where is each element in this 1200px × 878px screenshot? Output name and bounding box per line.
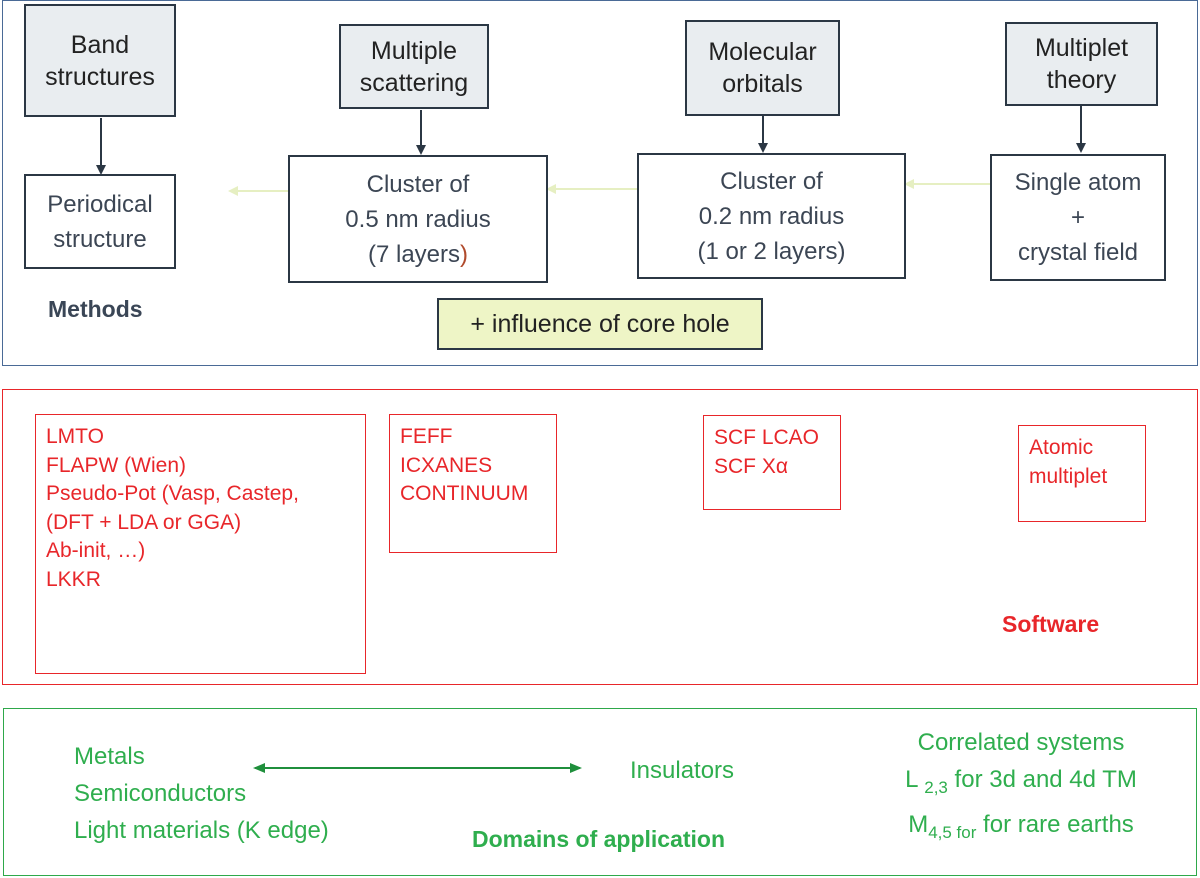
software-panel [2, 389, 1198, 685]
domain-item: Light materials (K edge) [74, 817, 329, 844]
domain-m45-prefix: M [908, 810, 929, 838]
software-item: LKKR [46, 567, 101, 591]
box-single-atom: Single atom + crystal field [990, 154, 1166, 281]
header-multiple-scattering-label: Multiple scattering [359, 36, 469, 97]
header-band-structures-label: Band structures [45, 30, 155, 91]
domain-l23: L 2,3 for 3d and 4d TM [868, 761, 1174, 806]
domain-item: Metals [74, 743, 145, 770]
software-group-orbitals: SCF LCAO SCF Xα [703, 415, 841, 510]
software-item: CONTINUUM [400, 482, 529, 505]
software-item: SCF LCAO [714, 426, 820, 449]
methods-panel [2, 0, 1198, 366]
box-periodical-structure-label: Periodical structure [47, 190, 153, 253]
domains-left-list: Metals Semiconductors Light materials (K… [74, 738, 329, 849]
box-cluster-05nm: Cluster of 0.5 nm radius (7 layers) [288, 155, 548, 283]
box-cluster-02nm-label: Cluster of 0.2 nm radius (1 or 2 layers) [697, 167, 846, 265]
domain-insulators: Insulators [630, 757, 735, 784]
domains-right-list: Correlated systems L 2,3 for 3d and 4d T… [868, 724, 1174, 851]
software-section-label: Software [1002, 611, 1100, 637]
software-group-multiplet: Atomic multiplet [1018, 425, 1146, 522]
box-cluster-02nm: Cluster of 0.2 nm radius (1 or 2 layers) [637, 153, 906, 279]
domain-l23-sub: 2,3 [924, 777, 948, 797]
software-group-band: LMTO FLAPW (Wien) Pseudo-Pot (Vasp, Cast… [35, 414, 366, 674]
software-item: FEFF [400, 425, 453, 448]
domain-l23-suffix: for 3d and 4d TM [947, 766, 1137, 793]
software-item: multiplet [1029, 464, 1108, 488]
box-cluster-05nm-label: Cluster of 0.5 nm radius (7 layers [345, 170, 491, 268]
domains-panel [3, 708, 1197, 876]
software-group-scattering: FEFF ICXANES CONTINUUM [389, 414, 557, 553]
core-hole-note-text: + influence of core hole [470, 309, 730, 338]
domain-correlated: Correlated systems [917, 729, 1125, 756]
box-cluster-05nm-content: Cluster of 0.5 nm radius (7 layers) [345, 167, 490, 272]
header-multiple-scattering: Multiple scattering [339, 24, 489, 109]
software-item: Atomic [1029, 436, 1094, 459]
software-item: LMTO [46, 425, 104, 448]
box-single-atom-label: Single atom + crystal field [1014, 169, 1142, 266]
header-band-structures: Band structures [24, 4, 176, 117]
software-item: Pseudo-Pot (Vasp, Castep, [46, 482, 299, 505]
header-multiplet-theory-label: Multiplet theory [1034, 34, 1129, 94]
software-item: ICXANES [400, 453, 493, 477]
domain-m45: M4,5 for for rare earths [868, 806, 1174, 851]
domains-section-label: Domains of application [472, 826, 726, 852]
software-item: (DFT + LDA or GGA) [46, 510, 242, 534]
core-hole-note: + influence of core hole [437, 298, 763, 350]
methods-section-label: Methods [48, 296, 143, 322]
domain-l23-prefix: L [905, 766, 918, 793]
software-item: FLAPW (Wien) [46, 453, 187, 477]
domain-m45-sub: 4,5 for [928, 822, 977, 842]
header-molecular-orbitals-label: Molecular orbitals [708, 38, 817, 98]
box-periodical-structure: Periodical structure [24, 174, 176, 269]
domain-item: Semiconductors [74, 780, 247, 807]
box-cluster-05nm-paren: ) [460, 240, 469, 268]
domain-m45-suffix: for rare earths [976, 810, 1134, 838]
software-item: SCF Xα [714, 454, 788, 478]
header-multiplet-theory: Multiplet theory [1005, 22, 1158, 106]
header-molecular-orbitals: Molecular orbitals [685, 20, 840, 116]
software-item: Ab-init, …) [46, 539, 146, 562]
